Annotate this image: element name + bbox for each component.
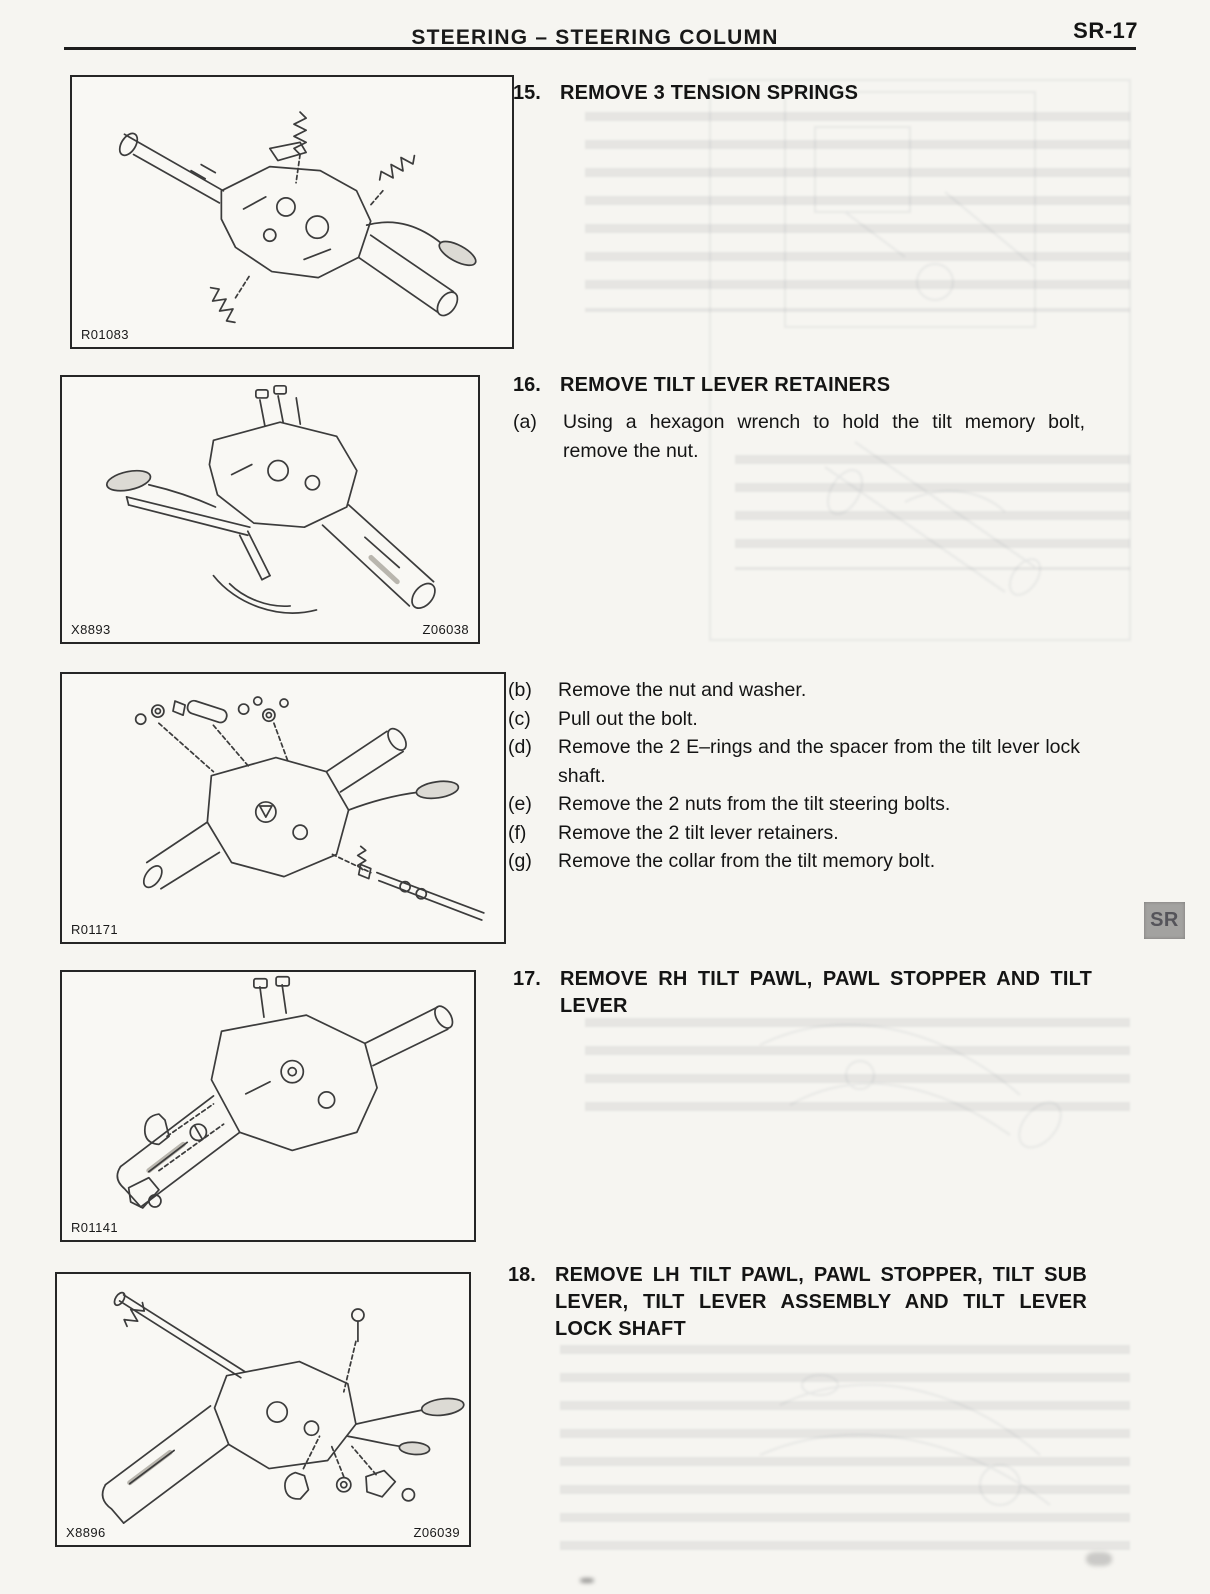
page-number: SR-17 [1073,18,1138,43]
tilt-lever-retainers-drawing [134,696,485,921]
hexagon-wrench-drawing [105,384,436,614]
substep-label: (g) [508,850,532,872]
scan-mark [580,1578,594,1583]
step-number: 16. [513,374,541,396]
step-number: 17. [513,968,541,990]
showthrough-text-mid [735,455,1130,570]
substep-text: Remove the nut and washer. [558,679,807,701]
substep-a: (a) Using a hexagon wrench to hold the t… [513,408,1098,465]
figure-step17: R01141 [60,970,476,1242]
substep-label: (a) [513,411,537,433]
header-divider [64,47,1136,50]
step-number: 18. [508,1264,536,1286]
figure-code: R01171 [71,922,118,937]
step-15: 15. REMOVE 3 TENSION SPRINGS [513,80,1098,107]
substep-text: Remove the 2 nuts from the tilt steering… [558,793,951,815]
showthrough-text-top [585,112,1130,312]
figure-code: R01083 [81,327,129,342]
figure-step16: X8893 Z06038 [60,375,480,644]
substep-text: Remove the 2 E–rings and the spacer from… [558,736,1080,787]
step-title: REMOVE TILT LEVER RETAINERS [560,374,891,396]
figure-retainers: R01171 [60,672,506,944]
substep-c: (c) Pull out the bolt. [508,705,1098,734]
substep-text: Using a hexagon wrench to hold the tilt … [563,411,1085,462]
figure-code: X8896 [66,1525,106,1540]
step-18: 18. REMOVE LH TILT PAWL, PAWL STOPPER, T… [508,1262,1098,1343]
substep-f: (f) Remove the 2 tilt lever retainers. [508,819,1098,848]
substep-text: Pull out the bolt. [558,707,698,730]
figure-code: R01141 [71,1220,118,1235]
figure-code: Z06038 [422,622,469,637]
showthrough-text-bottom [560,1345,1130,1550]
showthrough-text-low [585,1018,1130,1113]
step-number: 15. [513,82,541,104]
figure-code: X8893 [71,622,111,637]
substep-g: (g) Remove the collar from the tilt memo… [508,847,1098,876]
figure-step15: R01083 [70,75,514,349]
steering-column-springs-drawing [118,111,477,324]
substep-label: (e) [508,793,532,815]
substep-label: (d) [508,736,532,758]
step-title: REMOVE LH TILT PAWL, PAWL STOPPER, TILT … [555,1264,1087,1340]
step-16: 16. REMOVE TILT LEVER RETAINERS (a) Usin… [513,372,1098,465]
substep-b: (b) Remove the nut and washer. [508,676,1098,705]
substep-label: (b) [508,679,532,701]
substep-text: Remove the collar from the tilt memory b… [558,850,936,872]
substeps-b-to-g: (b) Remove the nut and washer. (c) Pull … [508,676,1098,876]
step-title: REMOVE 3 TENSION SPRINGS [560,82,859,104]
figure-code: Z06039 [413,1525,460,1540]
substep-label: (c) [508,707,531,730]
substep-e: (e) Remove the 2 nuts from the tilt stee… [508,790,1098,819]
substep-d: (d) Remove the 2 E–rings and the spacer … [508,733,1098,790]
figure-step18: X8896 Z06039 [55,1272,471,1547]
page-header-title: STEERING – STEERING COLUMN [411,26,779,49]
substep-text: Remove the 2 tilt lever retainers. [558,821,839,844]
scan-smudge [1086,1552,1112,1566]
sr-section-tab: SR [1144,902,1185,939]
rh-tilt-pawl-drawing [116,975,454,1209]
step-title: REMOVE RH TILT PAWL, PAWL STOPPER AND TI… [560,968,1092,1017]
step-17: 17. REMOVE RH TILT PAWL, PAWL STOPPER AN… [513,966,1098,1020]
substep-label: (f) [508,821,527,844]
lh-tilt-pawl-drawing [101,1291,465,1524]
showthrough-figure-top [709,79,1131,641]
